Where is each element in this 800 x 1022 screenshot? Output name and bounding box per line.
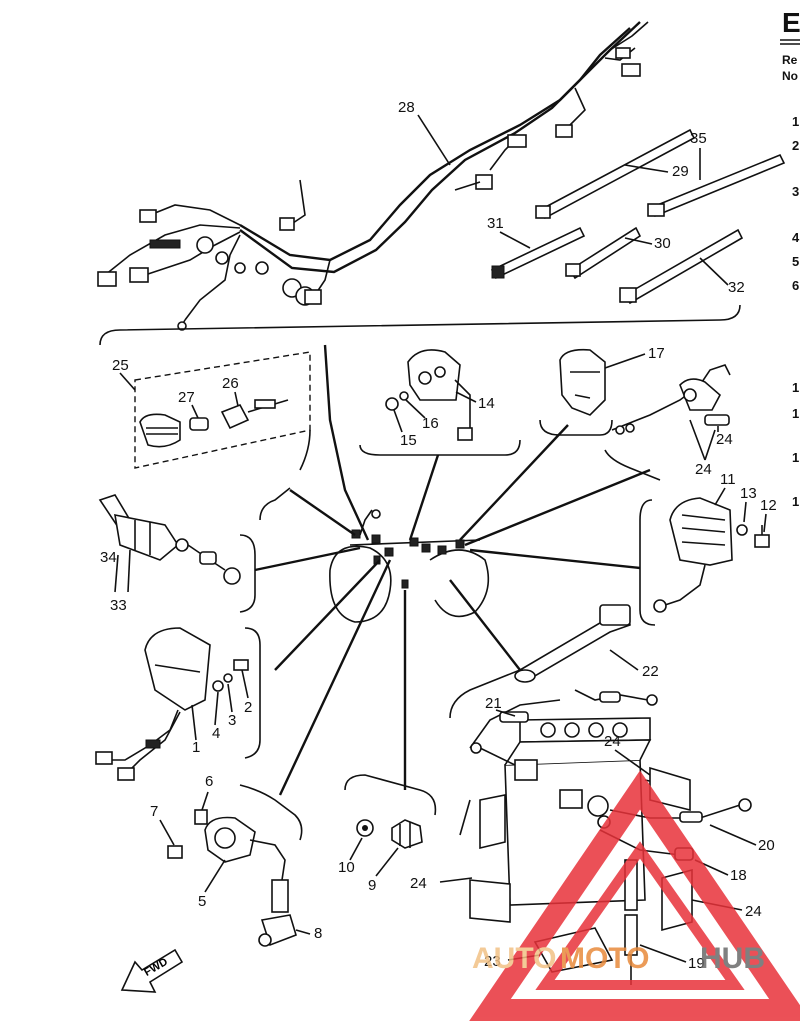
callout-24a: 24 xyxy=(604,733,621,750)
wire-harness: 28 xyxy=(97,21,649,331)
callout-27: 25 xyxy=(112,357,129,374)
callout-9: 9 xyxy=(368,877,376,894)
callout-31: 29 xyxy=(672,163,689,180)
callout-25: 24 xyxy=(695,461,712,478)
flasher-25: 24 24 xyxy=(604,364,733,481)
harness-bracket xyxy=(99,304,741,346)
callout-23: 23 xyxy=(484,953,501,970)
side-number: 1 xyxy=(792,406,799,421)
cable-ties: 29 35 31 30 32 xyxy=(487,128,786,305)
callout-18: 18 xyxy=(730,867,747,884)
header-letter: E xyxy=(782,7,800,38)
callout-24c: 24 xyxy=(745,903,762,920)
header-ref-label: Re xyxy=(782,53,798,67)
neutral-switch: 10 9 xyxy=(338,774,437,894)
watermark-auto: AUTO xyxy=(472,942,556,975)
cdi-unit: 1 4 3 2 xyxy=(95,627,261,781)
side-number: 5 xyxy=(792,254,799,269)
side-number: 1 xyxy=(792,450,799,465)
callout-6: 6 xyxy=(205,773,213,790)
side-number: 1 xyxy=(792,380,799,395)
side-number: 1 xyxy=(792,494,799,509)
callout-28: 26 xyxy=(222,375,239,392)
page-header: E Re No 1 2 3 4 5 6 1 1 1 1 xyxy=(780,7,800,509)
callout-12: 12 xyxy=(760,497,777,514)
callout-33: 31 xyxy=(487,215,504,232)
callout-14: 14 xyxy=(478,395,495,412)
side-number: 6 xyxy=(792,278,799,293)
watermark-logo: AUTO MOTO HUB xyxy=(469,770,800,1021)
watermark-moto: MOTO xyxy=(560,942,649,975)
callout-20: 20 xyxy=(758,837,775,854)
callout-37: 35 xyxy=(690,130,707,147)
callout-34: 32 xyxy=(728,279,745,296)
callout-2: 2 xyxy=(244,699,252,716)
leader-lines xyxy=(254,344,651,796)
callout-17: 17 xyxy=(648,345,665,362)
starter-relay: 14 16 15 xyxy=(359,349,521,456)
callout-15: 15 xyxy=(400,432,417,449)
header-no-label: No xyxy=(782,69,798,83)
battery-assembly: 21 24 20 18 24 24 19 23 xyxy=(410,689,775,985)
callout-29: 27 xyxy=(178,389,195,406)
side-number: 2 xyxy=(792,138,799,153)
side-number: 4 xyxy=(792,230,800,245)
callout-11: 11 xyxy=(720,471,736,488)
group-27: 25 27 26 xyxy=(112,351,311,521)
rectifier-regulator: 11 13 12 xyxy=(639,471,777,626)
frame-sketch xyxy=(329,509,490,623)
callout-35: 33 xyxy=(110,597,127,614)
callout-30: 28 xyxy=(398,99,415,116)
callout-8: 8 xyxy=(314,925,322,942)
side-number: 1 xyxy=(792,114,799,129)
callout-24b: 24 xyxy=(410,875,427,892)
callout-26: 24 xyxy=(716,431,733,448)
callout-10: 10 xyxy=(338,859,355,876)
ignition-switch: 34 33 xyxy=(98,494,256,614)
callout-16: 16 xyxy=(422,415,439,432)
side-number: 3 xyxy=(792,184,799,199)
fwd-arrow-icon: FWD xyxy=(120,948,184,993)
callout-36: 34 xyxy=(100,549,117,566)
relay-17: 17 xyxy=(539,345,665,436)
callout-21: 21 xyxy=(485,695,502,712)
callout-1: 1 xyxy=(192,739,200,756)
callout-7: 7 xyxy=(150,803,158,820)
callout-3: 3 xyxy=(228,712,236,729)
callout-19: 19 xyxy=(688,955,705,972)
callout-13: 13 xyxy=(740,485,757,502)
callout-32: 30 xyxy=(654,235,671,252)
callout-4: 4 xyxy=(212,725,220,742)
callout-22: 22 xyxy=(642,663,659,680)
callout-5: 5 xyxy=(198,893,206,910)
ignition-coil: 7 6 5 8 xyxy=(150,773,322,947)
battery-band: 22 xyxy=(449,604,659,719)
watermark-hub: HUB xyxy=(700,942,765,975)
